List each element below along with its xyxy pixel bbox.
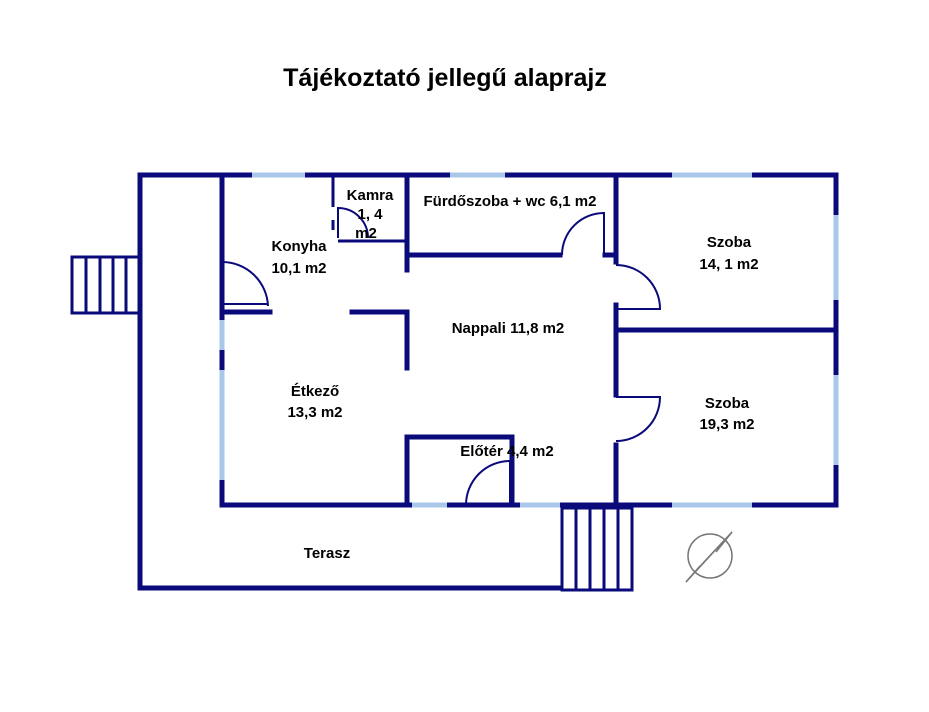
room-label-konyha: Konyha 10,1 m2 <box>271 238 327 277</box>
svg-text:14, 1 m2: 14, 1 m2 <box>699 256 758 273</box>
terrace-walls <box>137 172 561 591</box>
doors <box>221 206 662 506</box>
windows <box>219 172 839 508</box>
room-label-szoba-2: Szoba 19,3 m2 <box>699 395 754 433</box>
room-label-szoba-1: Szoba 14, 1 m2 <box>699 234 758 273</box>
svg-text:19,3 m2: 19,3 m2 <box>699 416 754 433</box>
svg-text:Konyha: Konyha <box>271 238 327 255</box>
compass-icon <box>685 531 733 583</box>
svg-text:Kamra: Kamra <box>347 187 394 204</box>
svg-text:13,3 m2: 13,3 m2 <box>287 404 342 421</box>
svg-text:Étkező: Étkező <box>291 383 339 400</box>
room-label-eloter: Előtér 4,4 m2 <box>460 443 553 460</box>
page-title: Tájékoztató jellegű alaprajz <box>283 64 607 92</box>
svg-text:Előtér 4,4 m2: Előtér 4,4 m2 <box>460 443 553 460</box>
left-stairs <box>70 255 142 315</box>
svg-text:Szoba: Szoba <box>707 234 752 251</box>
svg-text:Szoba: Szoba <box>705 395 750 412</box>
room-label-nappali: Nappali 11,8 m2 <box>452 320 565 337</box>
room-label-kamra: Kamra 1, 4 m2 <box>347 187 394 242</box>
svg-text:1, 4: 1, 4 <box>357 206 383 223</box>
bottom-stairs <box>560 506 634 592</box>
svg-text:10,1 m2: 10,1 m2 <box>271 260 326 277</box>
room-label-furdoszoba: Fürdőszoba + wc 6,1 m2 <box>424 193 597 210</box>
svg-text:Fürdőszoba + wc 6,1 m2: Fürdőszoba + wc 6,1 m2 <box>424 193 597 210</box>
room-label-etkezo: Étkező 13,3 m2 <box>287 383 342 421</box>
room-label-terasz: Terasz <box>304 545 350 562</box>
svg-text:m2: m2 <box>355 225 377 242</box>
interior-walls <box>219 172 839 508</box>
svg-text:Nappali 11,8 m2: Nappali 11,8 m2 <box>452 320 565 337</box>
svg-text:Terasz: Terasz <box>304 545 350 562</box>
